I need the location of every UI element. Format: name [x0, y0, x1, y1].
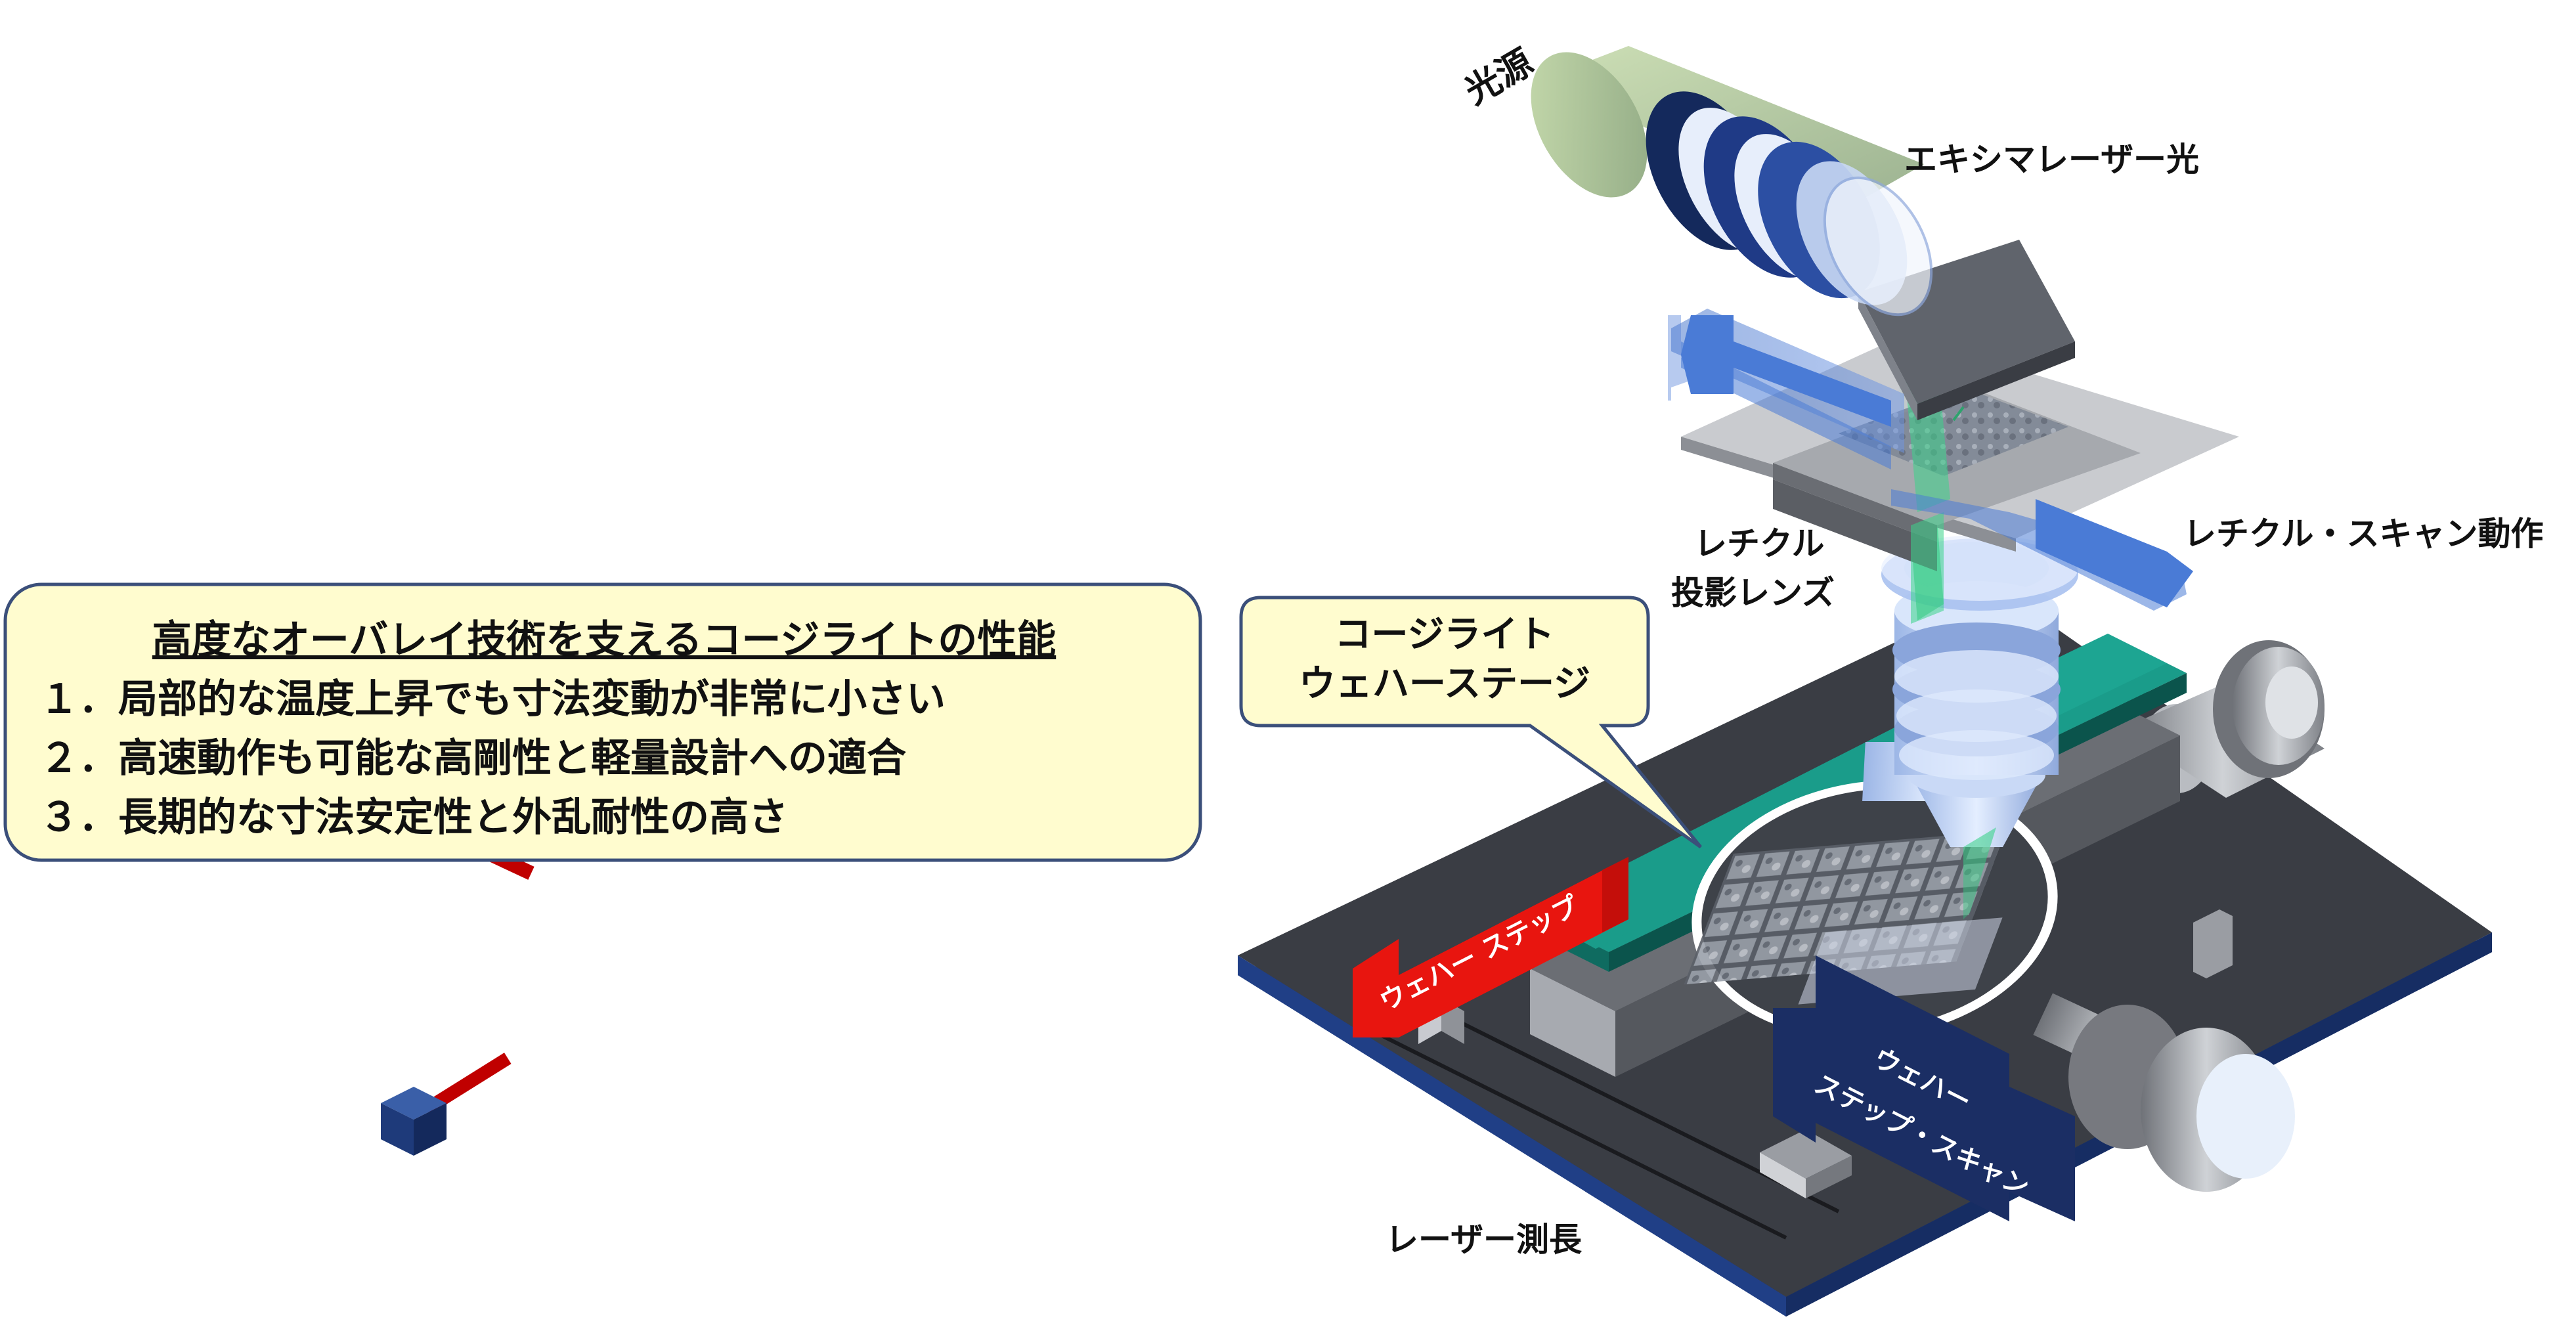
base-rails: [1358, 909, 2233, 1240]
stage-callout: [1239, 596, 1702, 849]
reticle-scan-label: レチクル・スキャン動作: [2183, 515, 2544, 553]
performance-title: 高度なオーバレイ技術を支えるコージライトの性能: [152, 617, 1056, 663]
wafer-step-scan-arrow: [1773, 955, 2075, 1221]
performance-item: ３．長期的な寸法安定性と外乱耐性の高さ: [39, 795, 788, 840]
reticle-label: レチクル: [1694, 525, 1825, 563]
performance-item: １．局部的な温度上昇でも寸法変動が非常に小さい: [39, 676, 946, 722]
stage-callout-line1: コージライト: [1335, 613, 1555, 656]
projection-lens: [1862, 535, 2078, 847]
wafer-step-arrow: [1353, 857, 1628, 1037]
performance-item: ２．高速動作も可能な高剛性と軽量設計への適合: [39, 735, 906, 781]
excimer-laser-label: エキシマレーザー光: [1904, 141, 2199, 179]
motor-right-lower: [2033, 993, 2295, 1192]
light-source: [1531, 46, 1933, 316]
light-source-label: 光源: [1458, 41, 1540, 113]
reticle-scan-arrow: [1668, 309, 2193, 611]
stage-callout-line2: ウェハーステージ: [1299, 663, 1590, 705]
projection-lens-label: 投影レンズ: [1671, 574, 1835, 612]
laser-measure-lower: [381, 1053, 512, 1156]
performance-box: [3, 582, 1202, 862]
laser-measure-label: レーザー測長: [1386, 1221, 1583, 1259]
